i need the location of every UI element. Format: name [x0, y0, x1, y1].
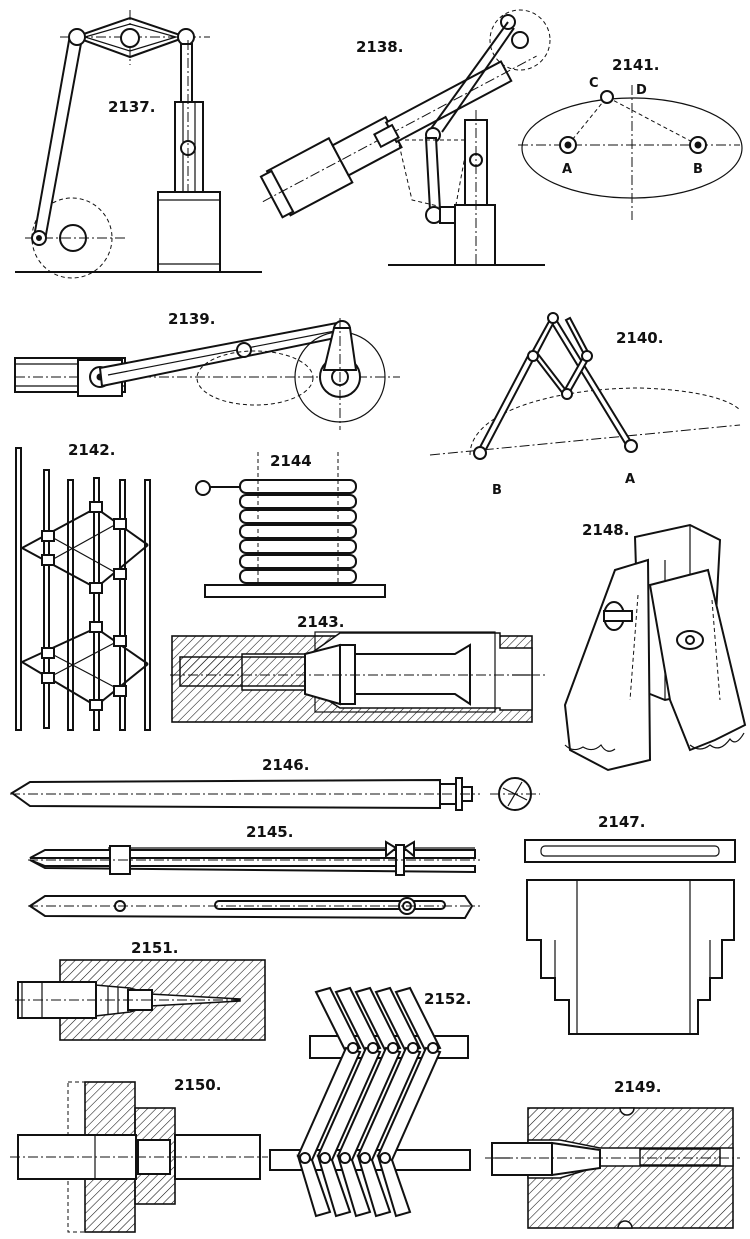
top-plate [524, 839, 736, 863]
figure-2138: 2138. [259, 9, 551, 266]
figure-2143: 2143. [170, 613, 545, 723]
figure-2152: 2152. [269, 986, 471, 1218]
threaded-section [179, 656, 311, 687]
figure-label-2138: 2138. [356, 38, 403, 56]
figure-label-2146: 2146. [262, 756, 309, 774]
figure-2141: 2141. A B C D [518, 56, 743, 220]
connecting-rod [32, 33, 84, 242]
figure-label-2147: 2147. [598, 813, 645, 831]
figure-2148: 2148. [563, 521, 747, 772]
tracing-point-b [473, 446, 487, 460]
label-a: A [562, 162, 572, 177]
figure-2142: 2142. [15, 441, 151, 731]
stepped-block [526, 879, 735, 1035]
figure-label-2139: 2139. [168, 310, 215, 328]
threaded-section [639, 1148, 721, 1166]
piston-rod-guide [384, 60, 513, 144]
plug-head [491, 1142, 553, 1176]
figure-2151: 2151. [15, 939, 266, 1041]
figure-label-2144: 2144 [270, 452, 312, 470]
leaf-right [648, 568, 747, 752]
figure-2140: 2140. A B [429, 312, 741, 498]
figure-label-2150: 2150. [174, 1076, 221, 1094]
label-b: B [492, 483, 502, 498]
figure-2139: 2139. [14, 310, 400, 430]
lazy-tongs-upper [21, 501, 149, 594]
figure-2150: 2150. [10, 1076, 268, 1233]
figure-2147: 2147. [524, 813, 736, 1035]
base-plate [204, 584, 386, 598]
center-pivot [120, 28, 140, 48]
right-link [180, 43, 193, 105]
link-array [296, 986, 442, 1218]
figure-2149: 2149. [485, 1078, 740, 1229]
label-c: C [589, 76, 599, 91]
figure-2146: 2146. [10, 756, 540, 811]
figure-label-2137: 2137. [108, 98, 155, 116]
lazy-tongs-lower [21, 621, 149, 711]
label-a: A [625, 472, 635, 487]
vertical-rods [15, 447, 151, 731]
tracing-point [600, 90, 614, 104]
figure-2144: 2144 [195, 452, 386, 598]
traced-curve [469, 387, 741, 456]
figure-label-2151: 2151. [131, 939, 178, 957]
cylinder-base [157, 191, 221, 273]
figure-label-2142: 2142. [68, 441, 115, 459]
label-b: B [693, 162, 703, 177]
figure-label-2141: 2141. [612, 56, 659, 74]
figure-label-2152: 2152. [424, 990, 471, 1008]
figure-label-2149: 2149. [614, 1078, 661, 1096]
leaf-left [563, 558, 652, 772]
spring-coil [239, 479, 357, 584]
figure-label-2145: 2145. [246, 823, 293, 841]
fixed-pivot-a [624, 439, 638, 453]
label-d: D [636, 83, 647, 98]
figure-2145: 2145. [28, 823, 480, 920]
cylinder-base [454, 204, 496, 266]
pins [299, 1042, 439, 1164]
connecting-rod [98, 320, 347, 388]
figure-label-2148: 2148. [582, 521, 629, 539]
figure-label-2143: 2143. [297, 613, 344, 631]
figure-2137: 2137. [15, 10, 262, 279]
figure-label-2140: 2140. [616, 329, 663, 347]
